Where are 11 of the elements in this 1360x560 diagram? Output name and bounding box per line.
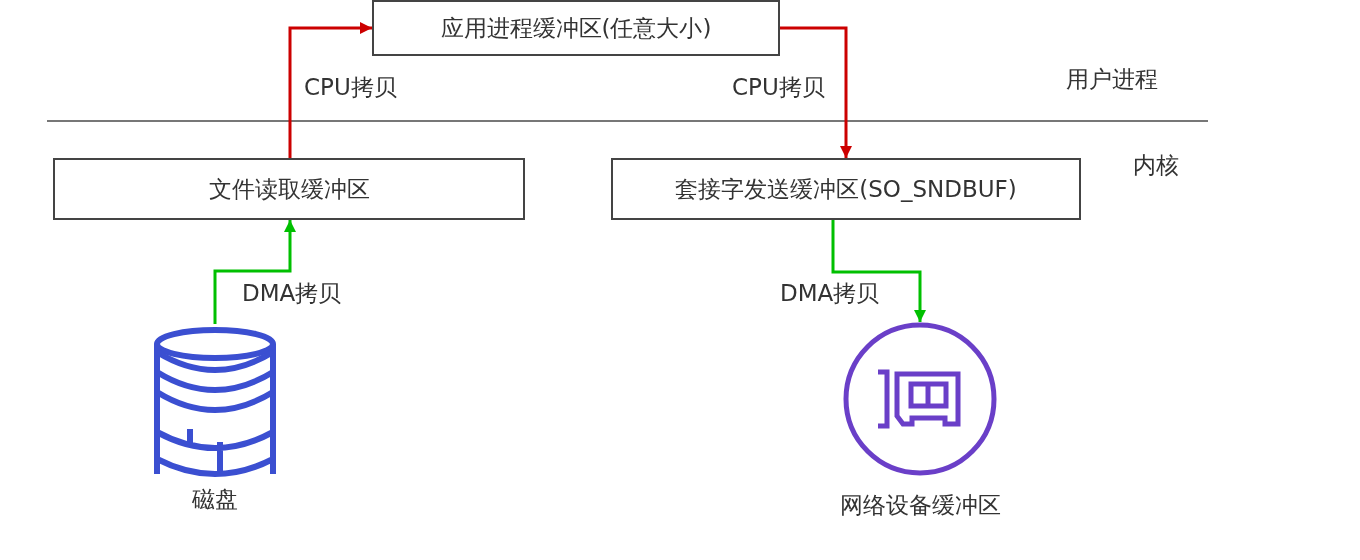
device-label: 网络设备缓冲区 (839, 491, 1001, 520)
arrow (288, 22, 372, 158)
device-label: 磁盘 (192, 485, 238, 514)
layer-label: 内核 (1133, 151, 1179, 180)
buffer-box: 套接字发送缓冲区(SO_SNDBUF) (611, 158, 1081, 220)
layer-label: 用户进程 (1066, 65, 1158, 94)
arrow (780, 26, 852, 158)
arrow (831, 220, 926, 322)
arrow (213, 220, 296, 324)
buffer-box: 应用进程缓冲区(任意大小) (372, 0, 780, 56)
buffer-box: 文件读取缓冲区 (53, 158, 525, 220)
